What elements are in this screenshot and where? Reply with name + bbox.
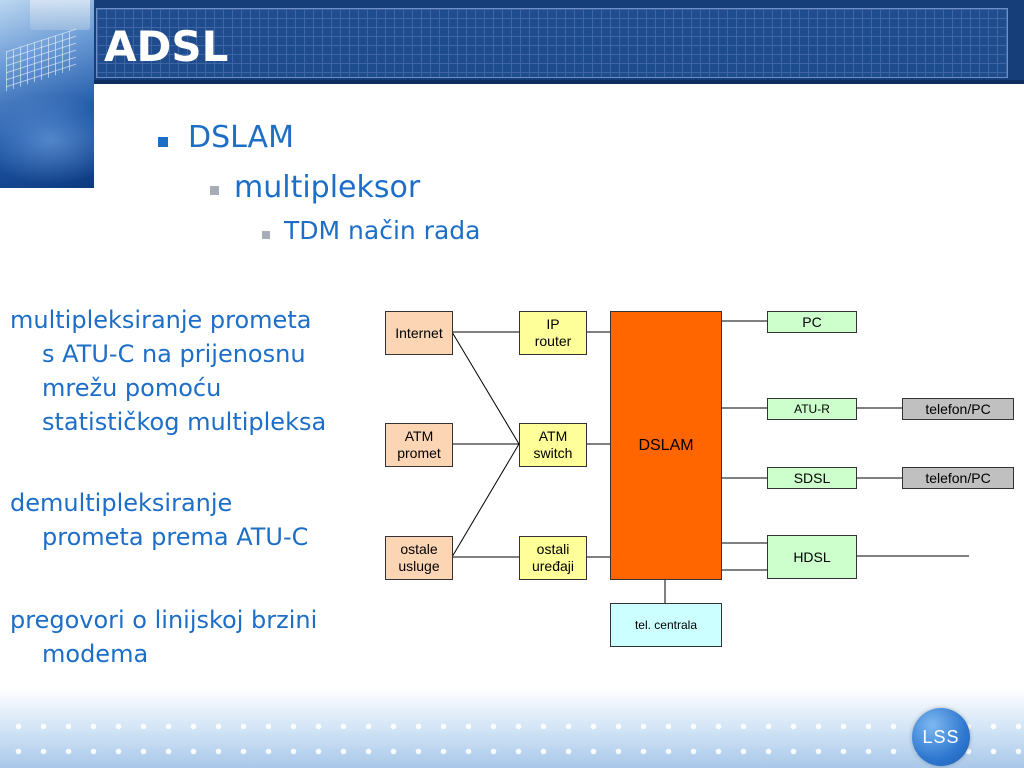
bullet-square-icon	[158, 137, 168, 147]
header-divider	[94, 80, 1024, 84]
slide-title: ADSL	[104, 22, 229, 71]
box-label: ATM promet	[397, 428, 441, 461]
telefon-pc-box-1: telefon/PC	[902, 398, 1014, 420]
text-block-demultipleksiranje: demultipleksiranje prometa prema ATU-C	[10, 486, 390, 554]
connector-line	[451, 443, 520, 558]
box-label: Internet	[395, 324, 443, 341]
text-block-multipleksiranje: multipleksiranje prometa s ATU-C na prij…	[10, 303, 390, 439]
lss-logo: LSS	[912, 708, 970, 766]
ip-router-box: IP router	[519, 311, 587, 355]
tel-centrala-box: tel. centrala	[610, 603, 722, 647]
sdsl-box: SDSL	[767, 467, 857, 489]
box-label: HDSL	[793, 548, 831, 565]
text-line: prometa prema ATU-C	[42, 523, 309, 551]
text-line: multipleksiranje prometa	[10, 306, 312, 334]
box-label: SDSL	[793, 469, 831, 486]
hdsl-box: HDSL	[767, 535, 857, 579]
text-line: s ATU-C na prijenosnu	[42, 340, 306, 368]
text-block-pregovori: pregovori o linijskoj brzini modema	[10, 603, 390, 671]
ostali-uredjaji-box: ostali uređaji	[519, 536, 587, 580]
box-label: PC	[802, 313, 822, 330]
text-line: modema	[42, 640, 149, 668]
ostale-usluge-box: ostale usluge	[385, 536, 453, 580]
box-label: ostale usluge	[398, 541, 440, 574]
footer-dot-pattern	[0, 710, 1024, 768]
box-label: DSLAM	[638, 436, 694, 454]
box-label: ostali uređaji	[531, 541, 575, 574]
bullet-level3: TDM način rada	[284, 216, 481, 245]
text-line: mrežu pomoću	[42, 374, 222, 402]
box-label: telefon/PC	[925, 400, 991, 417]
telefon-pc-box-2: telefon/PC	[902, 467, 1014, 489]
box-label: ATM switch	[533, 428, 573, 461]
dslam-box: DSLAM	[610, 311, 722, 580]
box-label: ATU-R	[794, 401, 830, 416]
internet-box: Internet	[385, 311, 453, 355]
text-line: pregovori o linijskoj brzini	[10, 606, 318, 634]
logo-text: LSS	[922, 726, 960, 747]
atm-switch-box: ATM switch	[519, 423, 587, 467]
computer-keyboard-image	[0, 0, 94, 188]
bullet-square-icon	[262, 231, 270, 239]
box-label: IP router	[534, 316, 572, 349]
connector-line	[451, 331, 520, 445]
box-label: telefon/PC	[925, 469, 991, 486]
box-label: tel. centrala	[634, 617, 698, 632]
text-line: statističkog multipleksa	[42, 408, 327, 436]
header-grid-pattern	[96, 8, 1008, 78]
bullet-level2: multipleksor	[234, 170, 421, 205]
pc-box: PC	[767, 311, 857, 333]
bullet-square-icon	[210, 186, 219, 195]
atm-promet-box: ATM promet	[385, 423, 453, 467]
atu-r-box: ATU-R	[767, 398, 857, 420]
bullet-level1: DSLAM	[188, 120, 294, 155]
text-line: demultipleksiranje	[10, 489, 233, 517]
